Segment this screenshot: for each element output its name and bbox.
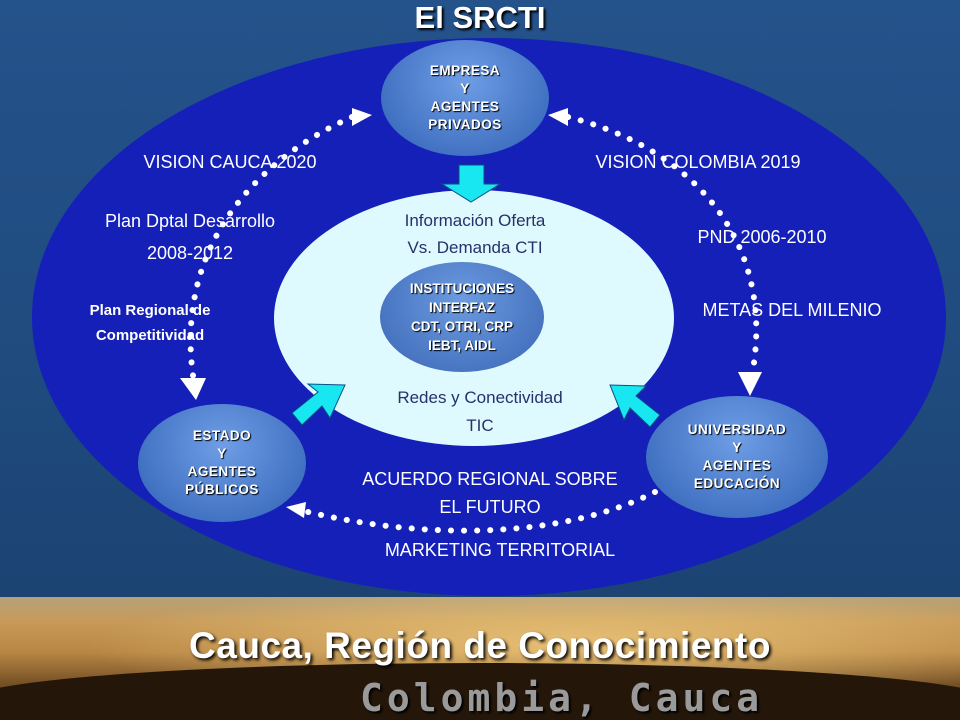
node-empresa-line1: EMPRESA <box>429 63 501 78</box>
node-universidad-line2: Y <box>732 440 742 455</box>
center-info-line1: Información Oferta <box>404 211 546 230</box>
node-instituciones-line3: CDT, OTRI, CRP <box>410 319 513 334</box>
node-estado-label: ESTADO Y AGENTES PÚBLICOS <box>185 427 259 499</box>
node-empresa-line4: PRIVADOS <box>428 117 502 132</box>
arrowhead-right-down <box>738 372 762 396</box>
node-universidad-line4: EDUCACIÓN <box>693 476 781 491</box>
node-instituciones-line2: INTERFAZ <box>428 300 495 315</box>
cyan-arrow-left <box>291 383 346 426</box>
center-redes-line2: TIC <box>466 416 494 435</box>
label-plan-dptal-line1: Plan Dptal Desarrollo <box>104 211 276 231</box>
arrowhead-top-left <box>352 108 372 126</box>
center-info-line2: Vs. Demanda CTI <box>407 238 543 257</box>
label-plan-dptal-line2: 2008-2012 <box>146 243 234 263</box>
footer-banner-image <box>0 597 960 720</box>
node-instituciones-interfaz: INSTITUCIONES INTERFAZ CDT, OTRI, CRP IE… <box>380 262 544 372</box>
label-plan-regional-line2: Competitividad <box>95 327 205 344</box>
dotted-path-left <box>187 114 355 391</box>
node-empresa-line3: AGENTES <box>430 99 500 114</box>
node-estado-line1: ESTADO <box>192 428 252 443</box>
footer-title: Cauca, Región de Conocimiento <box>189 625 771 666</box>
node-empresa-label: EMPRESA Y AGENTES PRIVADOS <box>428 62 502 134</box>
center-redes-line1: Redes y Conectividad <box>397 388 563 407</box>
label-metas-milenio: METAS DEL MILENIO <box>702 300 882 320</box>
label-vision-cauca: VISION CAUCA 2020 <box>143 152 317 172</box>
node-instituciones-line1: INSTITUCIONES <box>409 281 515 296</box>
node-universidad-label: UNIVERSIDAD Y AGENTES EDUCACIÓN <box>688 421 787 493</box>
node-estado: ESTADO Y AGENTES PÚBLICOS <box>138 404 306 522</box>
node-universidad-line1: UNIVERSIDAD <box>687 422 787 437</box>
label-pnd: PND 2006-2010 <box>697 227 827 247</box>
arrowhead-bottom-left <box>286 502 306 518</box>
arrowhead-left-down <box>180 378 206 400</box>
node-universidad-line3: AGENTES <box>702 458 772 473</box>
dotted-path-bottom <box>297 489 658 534</box>
node-estado-line3: AGENTES <box>187 464 257 479</box>
footer-landscape-silhouette <box>0 663 960 720</box>
footer-subtitle: Colombia, Cauca <box>360 676 764 720</box>
dotted-path-right <box>565 114 760 388</box>
label-marketing-territorial: MARKETING TERRITORIAL <box>384 540 616 560</box>
page-title: El SRCTI <box>414 0 546 35</box>
node-universidad: UNIVERSIDAD Y AGENTES EDUCACIÓN <box>646 396 828 518</box>
label-plan-regional-line1: Plan Regional de <box>89 302 211 319</box>
node-estado-line2: Y <box>217 446 227 461</box>
label-vision-colombia: VISION COLOMBIA 2019 <box>595 152 801 172</box>
node-instituciones-line4: IEBT, AIDL <box>428 338 496 353</box>
label-acuerdo-line2: EL FUTURO <box>439 497 541 517</box>
cyan-arrow-top <box>440 164 502 203</box>
cyan-arrow-right <box>609 384 661 428</box>
node-instituciones-label: INSTITUCIONES INTERFAZ CDT, OTRI, CRP IE… <box>410 279 514 355</box>
arrowhead-top-right <box>548 108 568 126</box>
label-acuerdo-line1: ACUERDO REGIONAL SOBRE <box>362 469 618 489</box>
node-empresa: EMPRESA Y AGENTES PRIVADOS <box>381 40 549 156</box>
node-empresa-line2: Y <box>460 81 470 96</box>
node-estado-line4: PÚBLICOS <box>185 482 259 497</box>
